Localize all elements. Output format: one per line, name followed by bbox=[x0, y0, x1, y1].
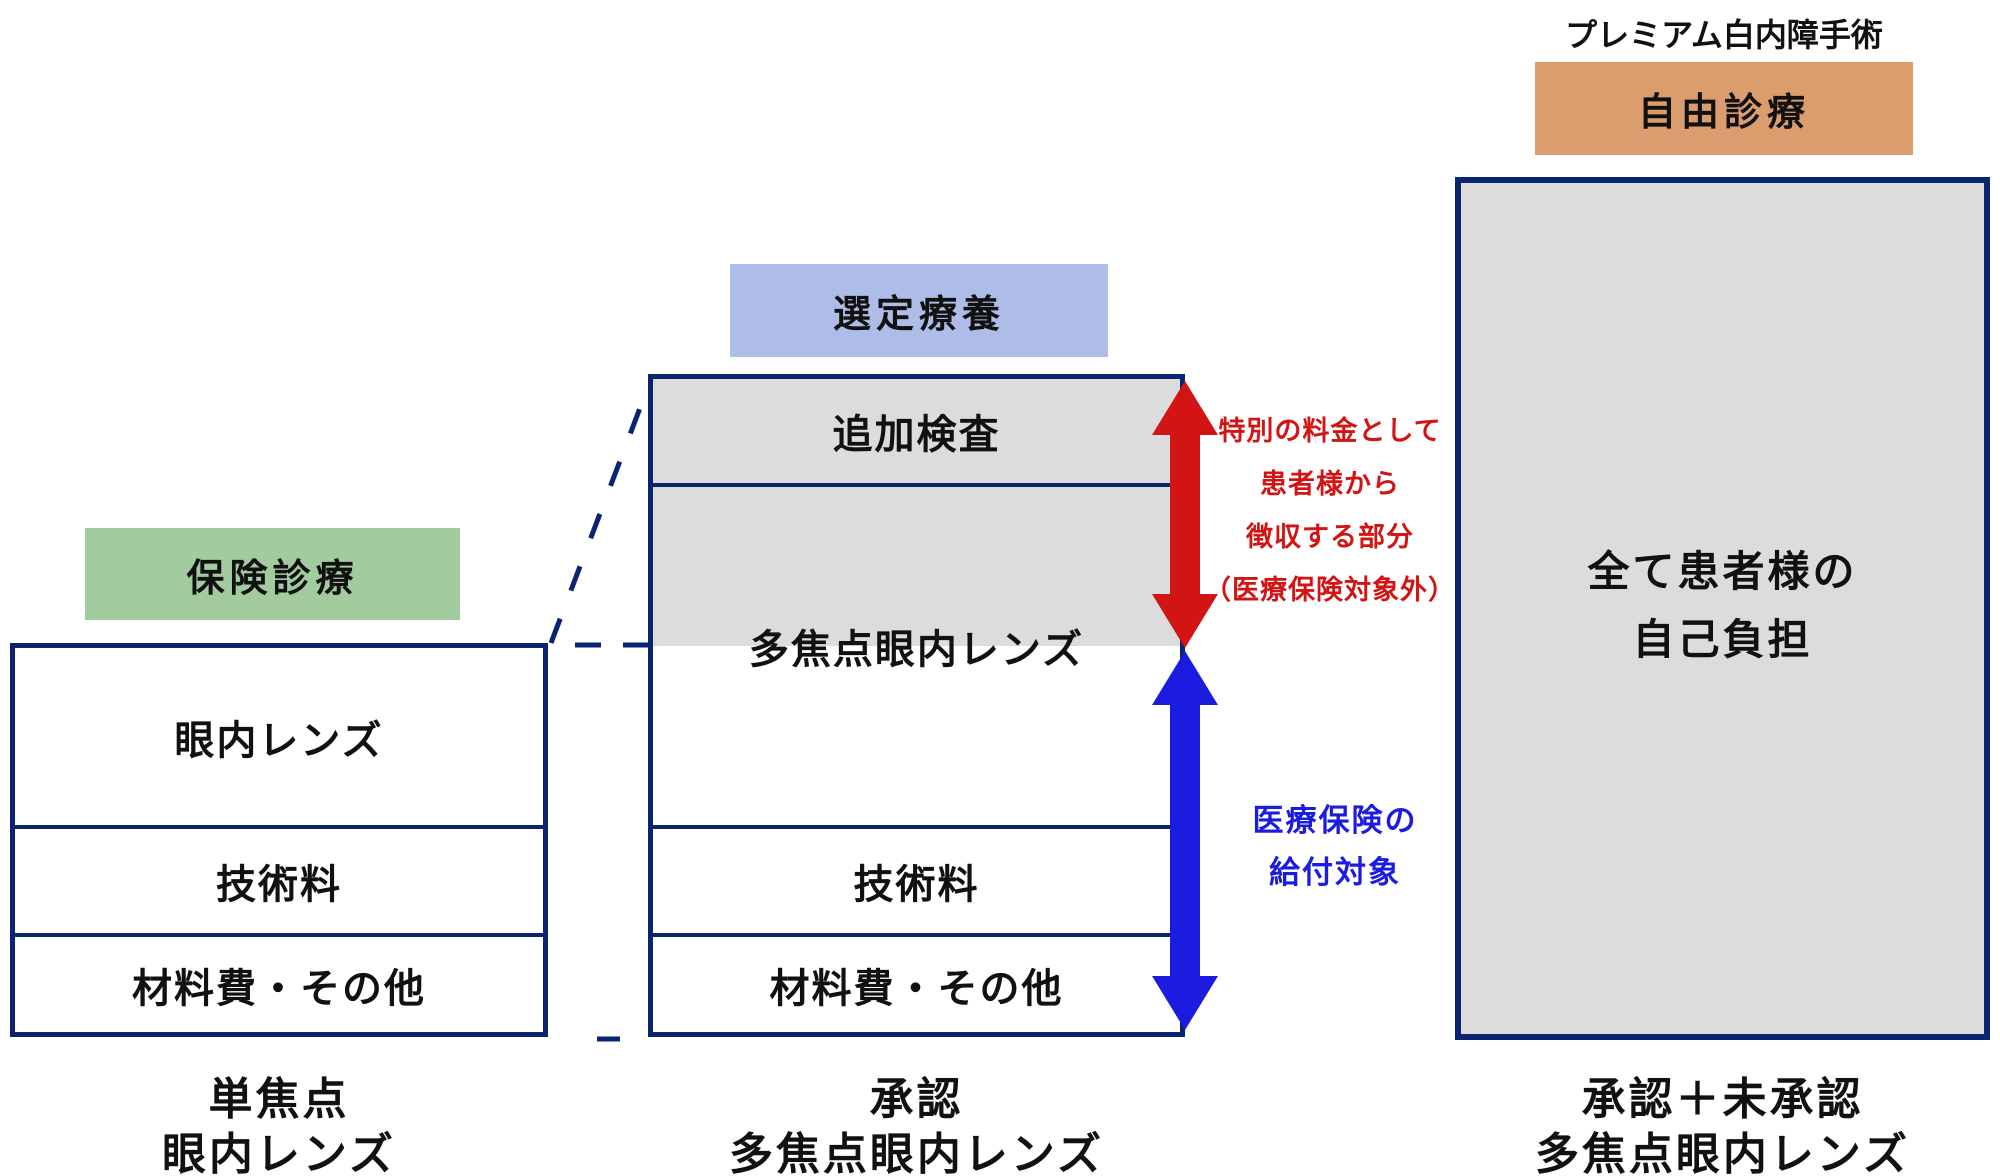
monofocal-caption-line-1: 単焦点 bbox=[208, 1075, 350, 1124]
divider-line bbox=[653, 483, 1180, 487]
approved-multifocal-caption-line-2: 多焦点眼内レンズ bbox=[728, 1130, 1105, 1176]
divider-line bbox=[15, 933, 543, 937]
approved-multifocal-caption-line-1: 承認 bbox=[869, 1075, 964, 1124]
middle-row-additional-exam: 追加検査 bbox=[832, 413, 1001, 457]
approved-unapproved-caption-line-1: 承認＋未承認 bbox=[1581, 1075, 1864, 1124]
insurance-care-label: 保険診療 bbox=[85, 528, 460, 620]
middle-row-multifocal-iol: 多焦点眼内レンズ bbox=[748, 628, 1085, 672]
approved-multifocal-caption: 承認 多焦点眼内レンズ bbox=[648, 1072, 1185, 1176]
monofocal-caption: 単焦点 眼内レンズ bbox=[10, 1072, 548, 1176]
left-row-iol: 眼内レンズ bbox=[174, 718, 384, 763]
extra-charge-note-line-1: 特別の料金として bbox=[1218, 416, 1442, 446]
extra-charge-note: 特別の料金として 患者様から 徴収する部分 （医療保険対象外） bbox=[1198, 405, 1462, 617]
left-row-technical-fee: 技術料 bbox=[216, 863, 342, 907]
selected-care-label: 選定療養 bbox=[730, 264, 1108, 357]
self-pay-line-1: 全て患者様の bbox=[1587, 548, 1858, 595]
approved-multifocal-cost-box: 追加検査 多焦点眼内レンズ 技術料 材料費・その他 bbox=[648, 374, 1185, 1037]
approved-unapproved-caption: 承認＋未承認 多焦点眼内レンズ bbox=[1455, 1072, 1990, 1176]
extra-charge-note-line-3: 徴収する部分 bbox=[1246, 522, 1414, 552]
extra-charge-note-line-2: 患者様から bbox=[1260, 469, 1400, 499]
premium-surgery-caption: プレミアム白内障手術 bbox=[1565, 17, 1883, 53]
insurance-benefit-note-line-1: 医療保険の bbox=[1252, 803, 1418, 838]
insurance-benefit-note: 医療保険の 給付対象 bbox=[1208, 795, 1462, 899]
self-pay-box: 全て患者様の 自己負担 bbox=[1455, 177, 1990, 1040]
divider-line bbox=[15, 825, 543, 829]
middle-row-technical-fee: 技術料 bbox=[853, 863, 980, 907]
approved-unapproved-caption-line-2: 多焦点眼内レンズ bbox=[1534, 1130, 1911, 1176]
self-pay-text: 全て患者様の 自己負担 bbox=[1461, 538, 1984, 674]
extra-charge-note-line-4: （医療保険対象外） bbox=[1204, 575, 1456, 605]
middle-row-material-cost: 材料費・その他 bbox=[769, 966, 1064, 1011]
free-care-label: 自由診療 bbox=[1535, 62, 1913, 155]
extra-charge-zone bbox=[653, 379, 1180, 646]
monofocal-caption-line-2: 眼内レンズ bbox=[161, 1130, 397, 1176]
monofocal-cost-box: 眼内レンズ 技術料 材料費・その他 bbox=[10, 643, 548, 1037]
left-row-material-cost: 材料費・その他 bbox=[132, 966, 426, 1011]
divider-line bbox=[653, 825, 1180, 829]
dashed-diagonal-connector-line bbox=[548, 378, 654, 644]
insurance-benefit-note-line-2: 給付対象 bbox=[1269, 855, 1401, 890]
self-pay-line-2: 自己負担 bbox=[1632, 616, 1813, 663]
divider-line bbox=[653, 933, 1180, 937]
